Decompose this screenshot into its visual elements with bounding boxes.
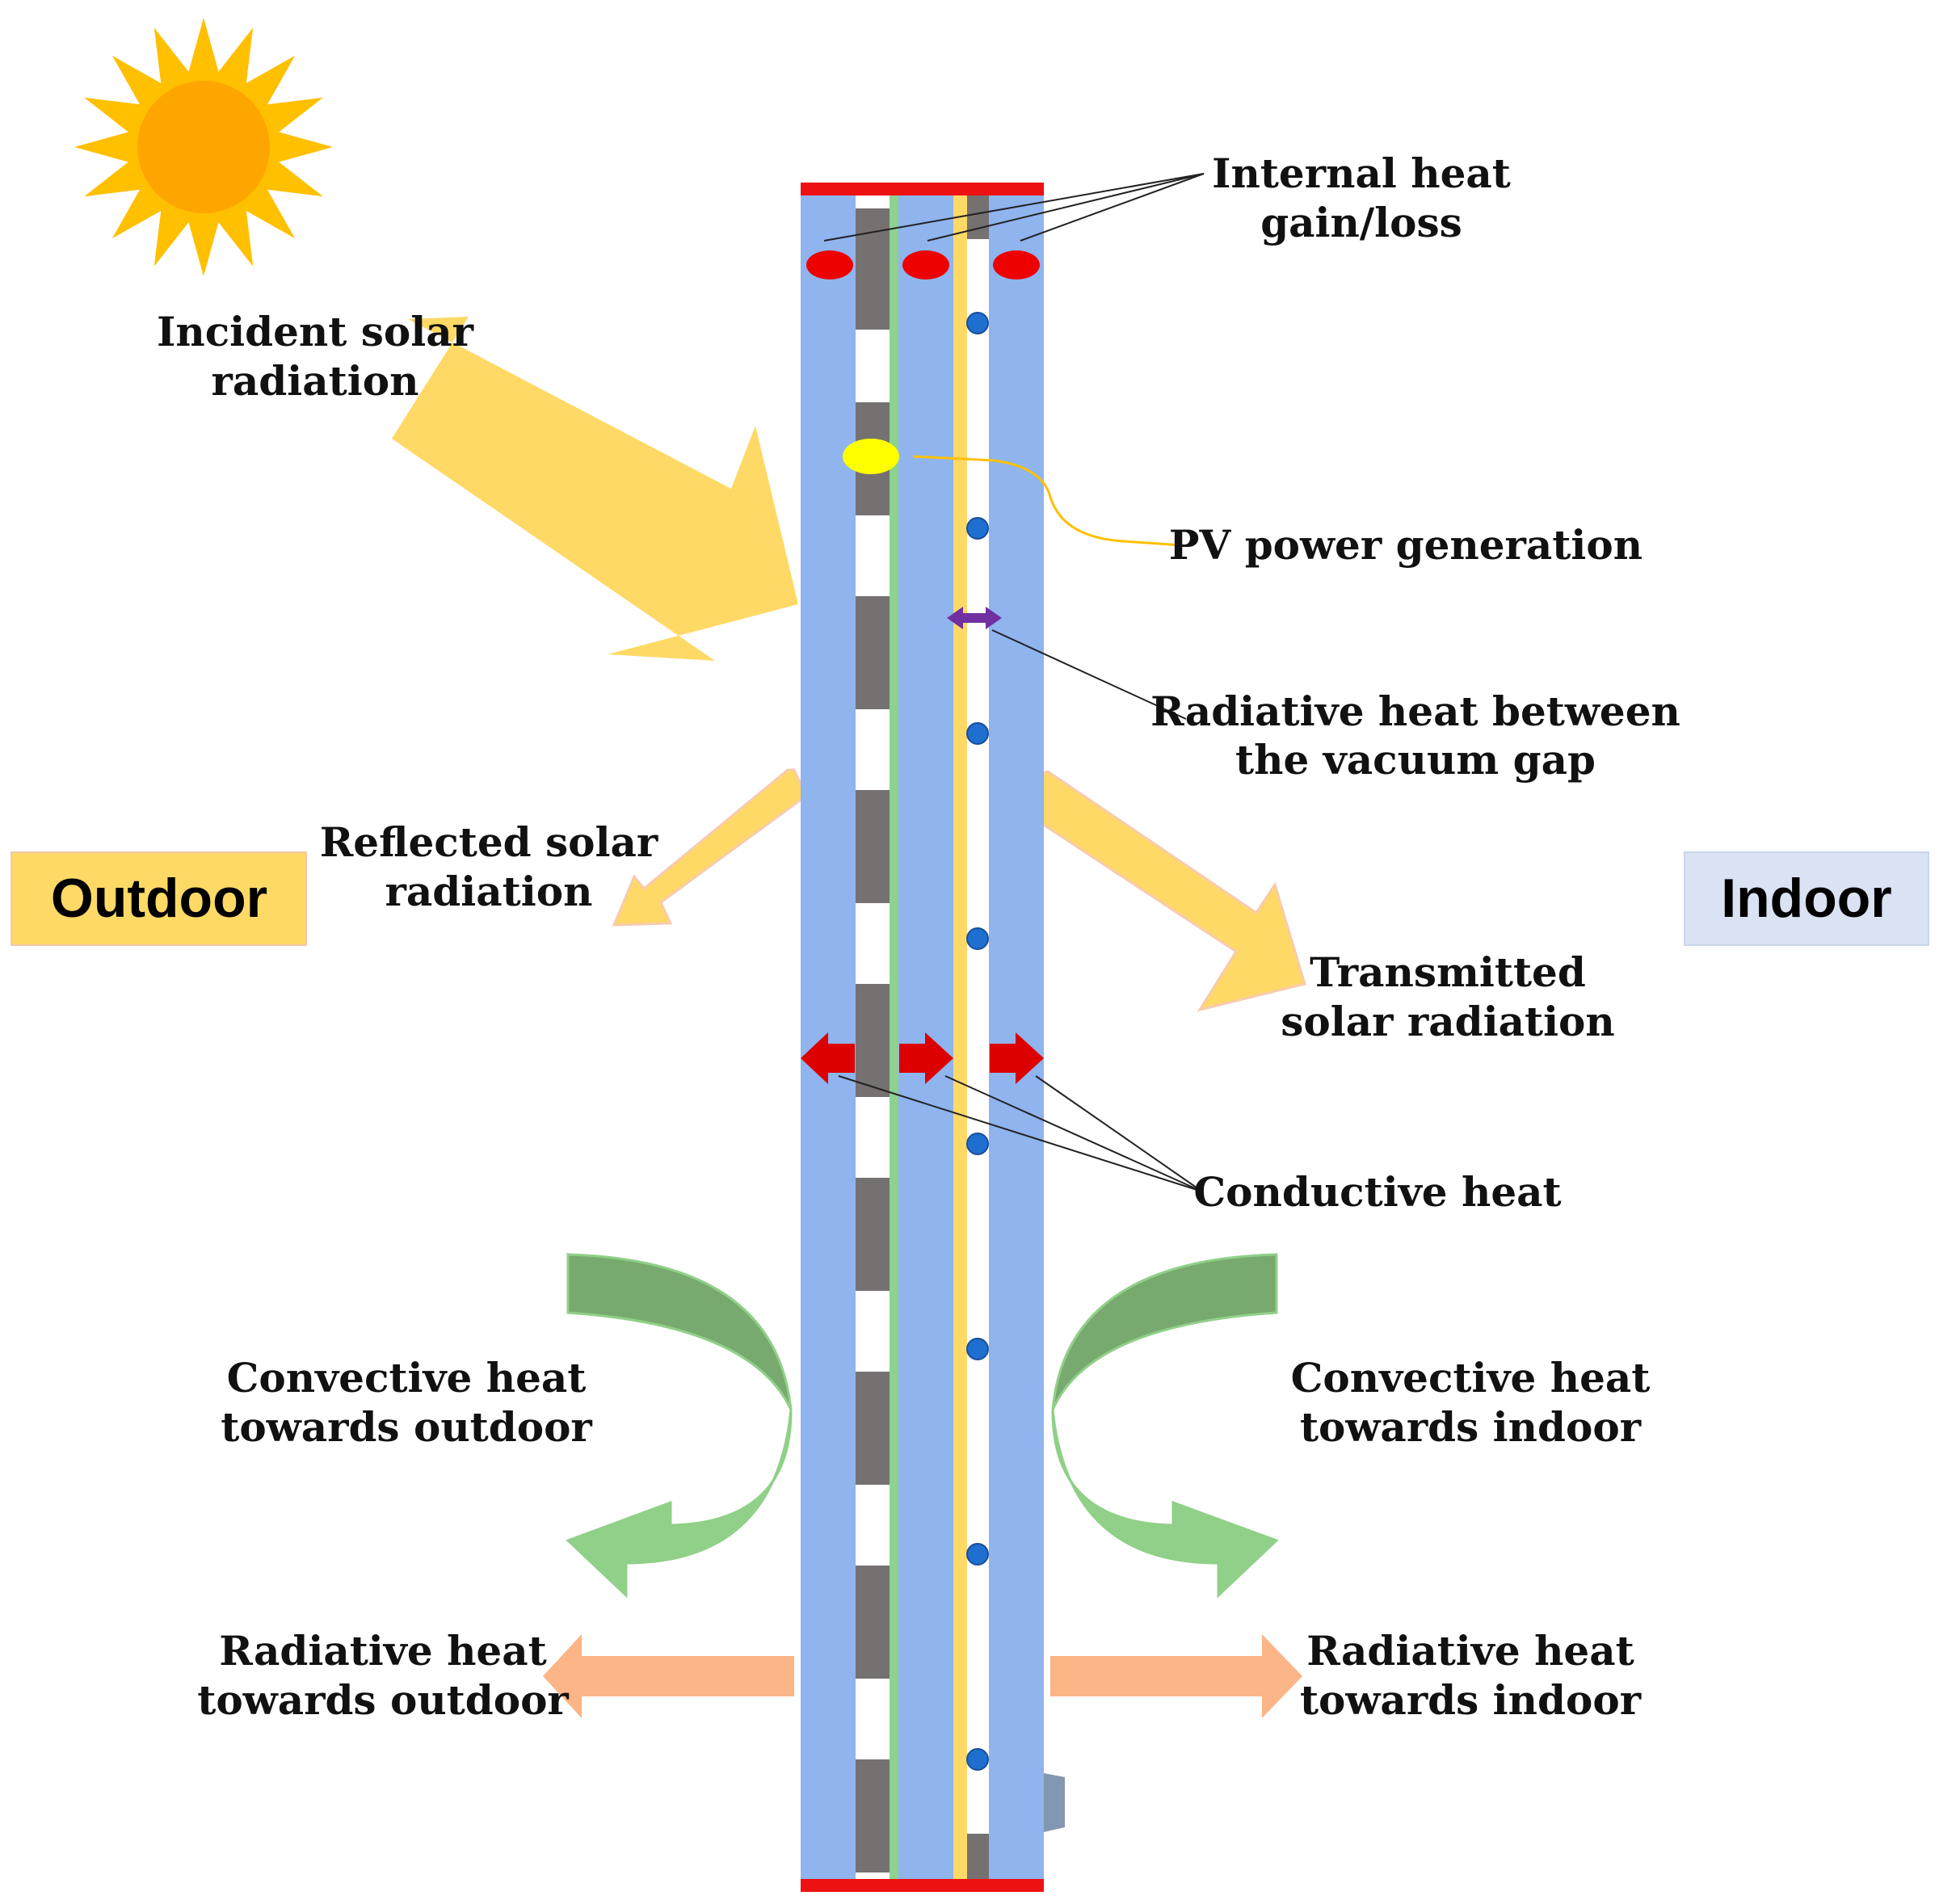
pv-leader-line bbox=[912, 455, 1183, 547]
incident-label-1: Incident solar bbox=[157, 308, 474, 355]
internal-heat-label-1: Internal heat bbox=[1212, 149, 1511, 197]
pv-spot bbox=[843, 439, 899, 474]
conv-out-label-2: towards outdoor bbox=[221, 1403, 592, 1451]
leader-lines bbox=[823, 173, 1205, 1192]
support-pillar bbox=[966, 1543, 989, 1566]
rad-out-label-2: towards outdoor bbox=[197, 1676, 569, 1724]
rad-in-label-2: towards indoor bbox=[1300, 1676, 1642, 1724]
support-pillar bbox=[966, 1338, 989, 1360]
radiative-arrow-outdoor bbox=[543, 1634, 794, 1718]
radiative-gap-arrow bbox=[947, 607, 1002, 629]
support-pillars bbox=[966, 312, 989, 1771]
pump-out-port bbox=[1044, 1773, 1065, 1832]
pv-cells bbox=[856, 208, 890, 1872]
pv-cell bbox=[856, 790, 890, 903]
conductive-arrow-left bbox=[801, 1032, 855, 1084]
rad-out-label-1: Radiative heat bbox=[219, 1627, 546, 1675]
yellow-low-e-layer bbox=[953, 188, 967, 1883]
sun-icon bbox=[74, 18, 333, 276]
convective-arrow-outdoor bbox=[566, 1252, 793, 1599]
indoor-box bbox=[1684, 851, 1929, 946]
incident-solar-arrow bbox=[392, 317, 798, 661]
radiative-gap-label-1: Radiative heat between bbox=[1150, 687, 1680, 735]
heat-source-outer bbox=[806, 250, 853, 280]
conv-out-label-1: Convective heat bbox=[227, 1354, 587, 1402]
reflected-solar-arrow bbox=[612, 768, 808, 927]
pv-label: PV power generation bbox=[1169, 521, 1642, 569]
reflected-label-2: radiation bbox=[385, 868, 593, 915]
heat-source-inner bbox=[993, 250, 1040, 280]
annotations: Internal heat gain/loss Incident solar r… bbox=[157, 149, 1680, 1724]
transmitted-label-2: solar radiation bbox=[1281, 998, 1615, 1045]
rad-in-label-1: Radiative heat bbox=[1306, 1627, 1634, 1675]
vacuum-gap-top-block bbox=[967, 192, 989, 239]
vacuum-gap bbox=[967, 188, 989, 1883]
radiative-arrow-indoor bbox=[1050, 1634, 1302, 1718]
conductive-arrow-right bbox=[990, 1032, 1044, 1084]
internal-heat-sources bbox=[806, 250, 1040, 280]
glazing-assembly bbox=[801, 183, 1065, 1892]
pv-cell bbox=[856, 1178, 890, 1291]
transmitted-label-1: Transmitted bbox=[1310, 948, 1586, 996]
outdoor-box bbox=[11, 851, 307, 946]
frame-bottom bbox=[801, 1879, 1044, 1892]
support-pillar bbox=[966, 1133, 989, 1155]
conv-in-label-1: Convective heat bbox=[1291, 1354, 1651, 1402]
pv-cell bbox=[856, 1372, 890, 1485]
heat-source-middle bbox=[902, 250, 949, 280]
support-pillar bbox=[966, 1748, 989, 1771]
conductive-heat-arrows bbox=[801, 1032, 1044, 1084]
green-coating-layer bbox=[890, 188, 898, 1883]
reflected-label-1: Reflected solar bbox=[320, 818, 658, 866]
pv-cell bbox=[856, 1566, 890, 1679]
radiative-gap-label-2: the vacuum gap bbox=[1235, 736, 1596, 784]
convective-arrow-indoor bbox=[1051, 1253, 1279, 1599]
transmitted-solar-arrow bbox=[1041, 770, 1306, 1012]
support-pillar bbox=[966, 517, 989, 540]
vacuum-gap-bottom-block bbox=[967, 1834, 989, 1882]
conductive-label: Conductive heat bbox=[1193, 1168, 1561, 1216]
incident-label-2: radiation bbox=[212, 357, 419, 405]
support-pillar bbox=[966, 722, 989, 745]
pv-cell bbox=[856, 984, 890, 1097]
support-pillar bbox=[966, 927, 989, 950]
outdoor-label: Outdoor bbox=[51, 868, 267, 929]
internal-heat-label-2: gain/loss bbox=[1260, 199, 1462, 246]
support-pillar bbox=[966, 312, 989, 334]
indoor-label: Indoor bbox=[1721, 868, 1892, 929]
pv-cell bbox=[856, 1759, 890, 1872]
pv-cell bbox=[856, 208, 890, 330]
frame-top bbox=[801, 183, 1044, 195]
conv-in-label-2: towards indoor bbox=[1300, 1403, 1642, 1451]
pv-cell bbox=[856, 596, 890, 709]
conductive-arrow-middle bbox=[899, 1032, 953, 1084]
